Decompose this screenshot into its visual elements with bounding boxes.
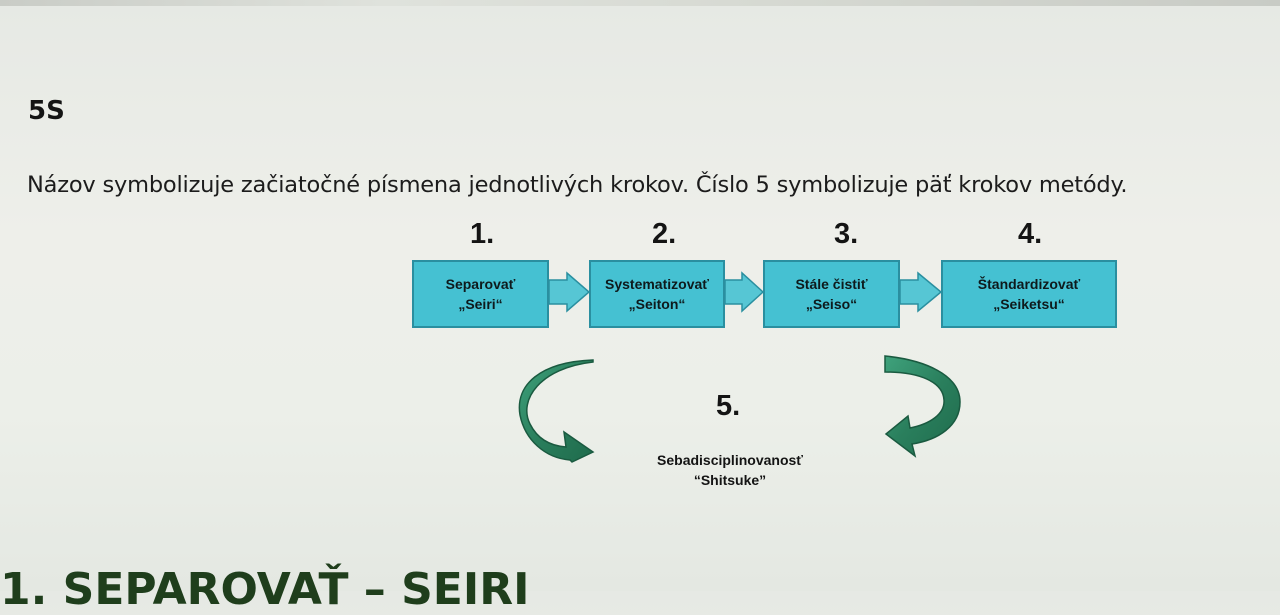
step-name: Systematizovať (605, 276, 709, 292)
step-japanese-name: “Shitsuke” (693, 472, 767, 488)
description-text: Názov symbolizuje začiatočné písmena jed… (27, 172, 1128, 198)
top-edge-strip (0, 0, 1280, 6)
arrow-right-icon (899, 271, 943, 313)
arrow-right-icon (724, 271, 765, 313)
page-title: 5S (28, 96, 65, 126)
step-number-2: 2. (652, 218, 677, 250)
step-name: Sebadisciplinovanosť (657, 452, 803, 468)
curved-arrow-left-icon (518, 359, 595, 463)
section-heading: 1. SEPAROVAŤ – SEIRI (0, 564, 530, 615)
step-japanese-name: „Seiso“ (805, 296, 858, 312)
step-japanese-name: „Seiketsu“ (993, 296, 1065, 312)
step-box-separovat: Separovať „Seiri“ (412, 260, 549, 328)
step-number-4: 4. (1018, 218, 1043, 250)
step-number-1: 1. (470, 218, 495, 250)
step-japanese-name: „Seiri“ (458, 296, 503, 312)
step-box-systematizovat: Systematizovať „Seiton“ (589, 260, 725, 328)
step-box-standardizovat: Štandardizovať „Seiketsu“ (941, 260, 1117, 328)
step-number-3: 3. (834, 218, 859, 250)
curved-arrow-right-icon (884, 355, 961, 458)
diagram-arrows (518, 271, 961, 463)
step-name: Separovať (445, 276, 516, 292)
step-name: Stále čistiť (795, 276, 868, 292)
arrow-right-icon (548, 271, 591, 313)
step-box-stale-cistit: Stále čistiť „Seiso“ (763, 260, 900, 328)
step-5-label: Sebadisciplinovanosť “Shitsuke” (600, 450, 860, 490)
step-japanese-name: „Seiton“ (628, 296, 686, 312)
step-number-5: 5. (716, 390, 741, 422)
step-name: Štandardizovať (977, 276, 1081, 292)
